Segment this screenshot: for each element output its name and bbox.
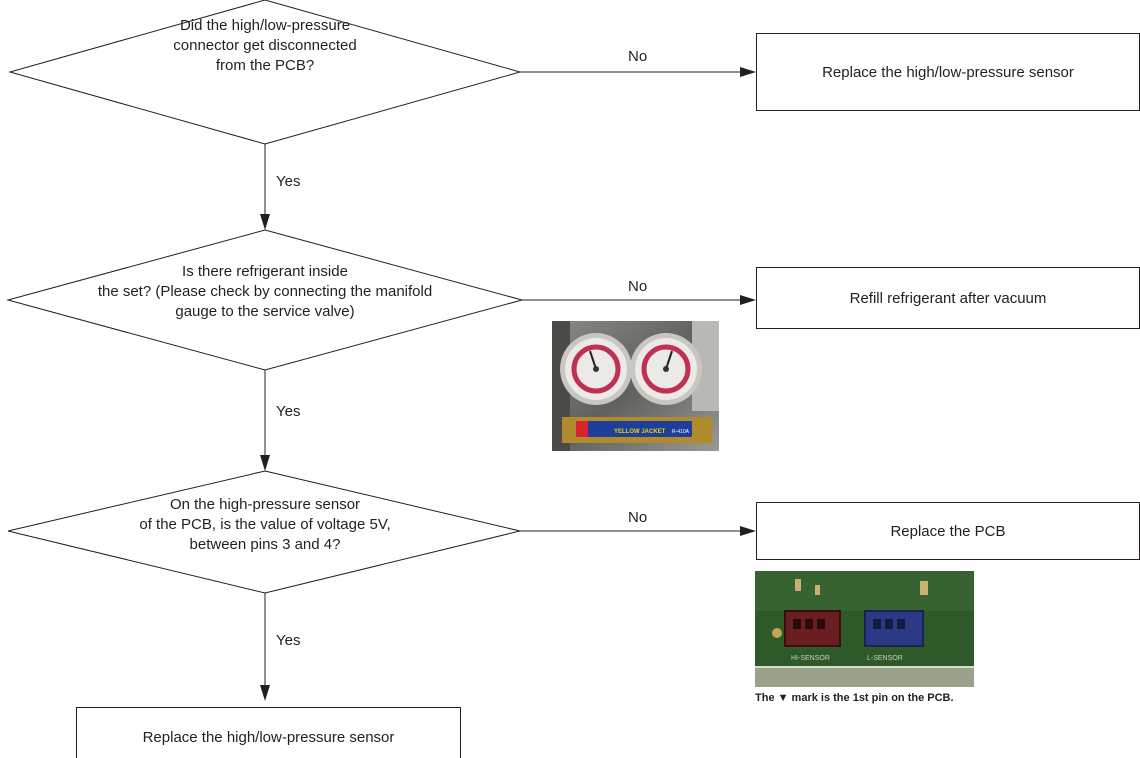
decision-2-text: Is there refrigerant inside the set? (Pl…: [65, 262, 465, 322]
pcb-hi-sensor-label: HI-SENSOR: [791, 655, 830, 662]
edge-label-no: No: [628, 509, 648, 526]
decision-text-line: Is there refrigerant inside: [182, 263, 348, 280]
decision-text-line: from the PCB?: [215, 57, 315, 74]
decision-3-text: On the high-pressure sensor of the PCB, …: [90, 495, 440, 555]
pcb-caption: The ▼ mark is the 1st pin on the PCB.: [755, 692, 954, 704]
arrowhead-no-1: [740, 67, 756, 77]
decision-text-line: On the high-pressure sensor: [169, 496, 361, 513]
pcb-l-sensor-label: L-SENSOR: [867, 655, 903, 662]
decision-text-line: of the PCB, is the value of voltage 5V,: [139, 516, 391, 533]
arrowhead-yes-2: [260, 455, 270, 471]
action-box-replace-sensor-final: Replace the high/low-pressure sensor: [76, 707, 461, 758]
edge-label-yes: Yes: [276, 403, 301, 420]
edge-label-no: No: [628, 48, 648, 65]
decision-text-line: the set? (Please check by connecting the…: [97, 283, 433, 300]
action-box-replace-pcb: Replace the PCB: [756, 502, 1140, 560]
arrowhead-no-2: [740, 295, 756, 305]
action-box-replace-sensor: Replace the high/low-pressure sensor: [756, 33, 1140, 111]
manifold-gauge-photo: YELLOW JACKET R-410A: [552, 321, 719, 451]
decision-text-line: Did the high/low-pressure: [179, 17, 351, 34]
action-box-refill-refrigerant: Refill refrigerant after vacuum: [756, 267, 1140, 329]
gauge-brand-text: YELLOW JACKET: [614, 429, 666, 435]
gauge-model-text: R-410A: [672, 429, 690, 435]
decision-text-line: connector get disconnected: [173, 37, 357, 54]
decision-1-text: Did the high/low-pressure connector get …: [110, 16, 420, 76]
edge-label-yes: Yes: [276, 632, 301, 649]
edge-label-no: No: [628, 278, 648, 295]
decision-text-line: between pins 3 and 4?: [189, 536, 341, 553]
arrowhead-no-3: [740, 526, 756, 536]
decision-text-line: gauge to the service valve): [175, 303, 355, 320]
pcb-connector-photo: HI-SENSOR L-SENSOR: [755, 571, 974, 687]
arrowhead-yes-1: [260, 214, 270, 230]
arrowhead-yes-3: [260, 685, 270, 701]
edge-label-yes: Yes: [276, 173, 301, 190]
